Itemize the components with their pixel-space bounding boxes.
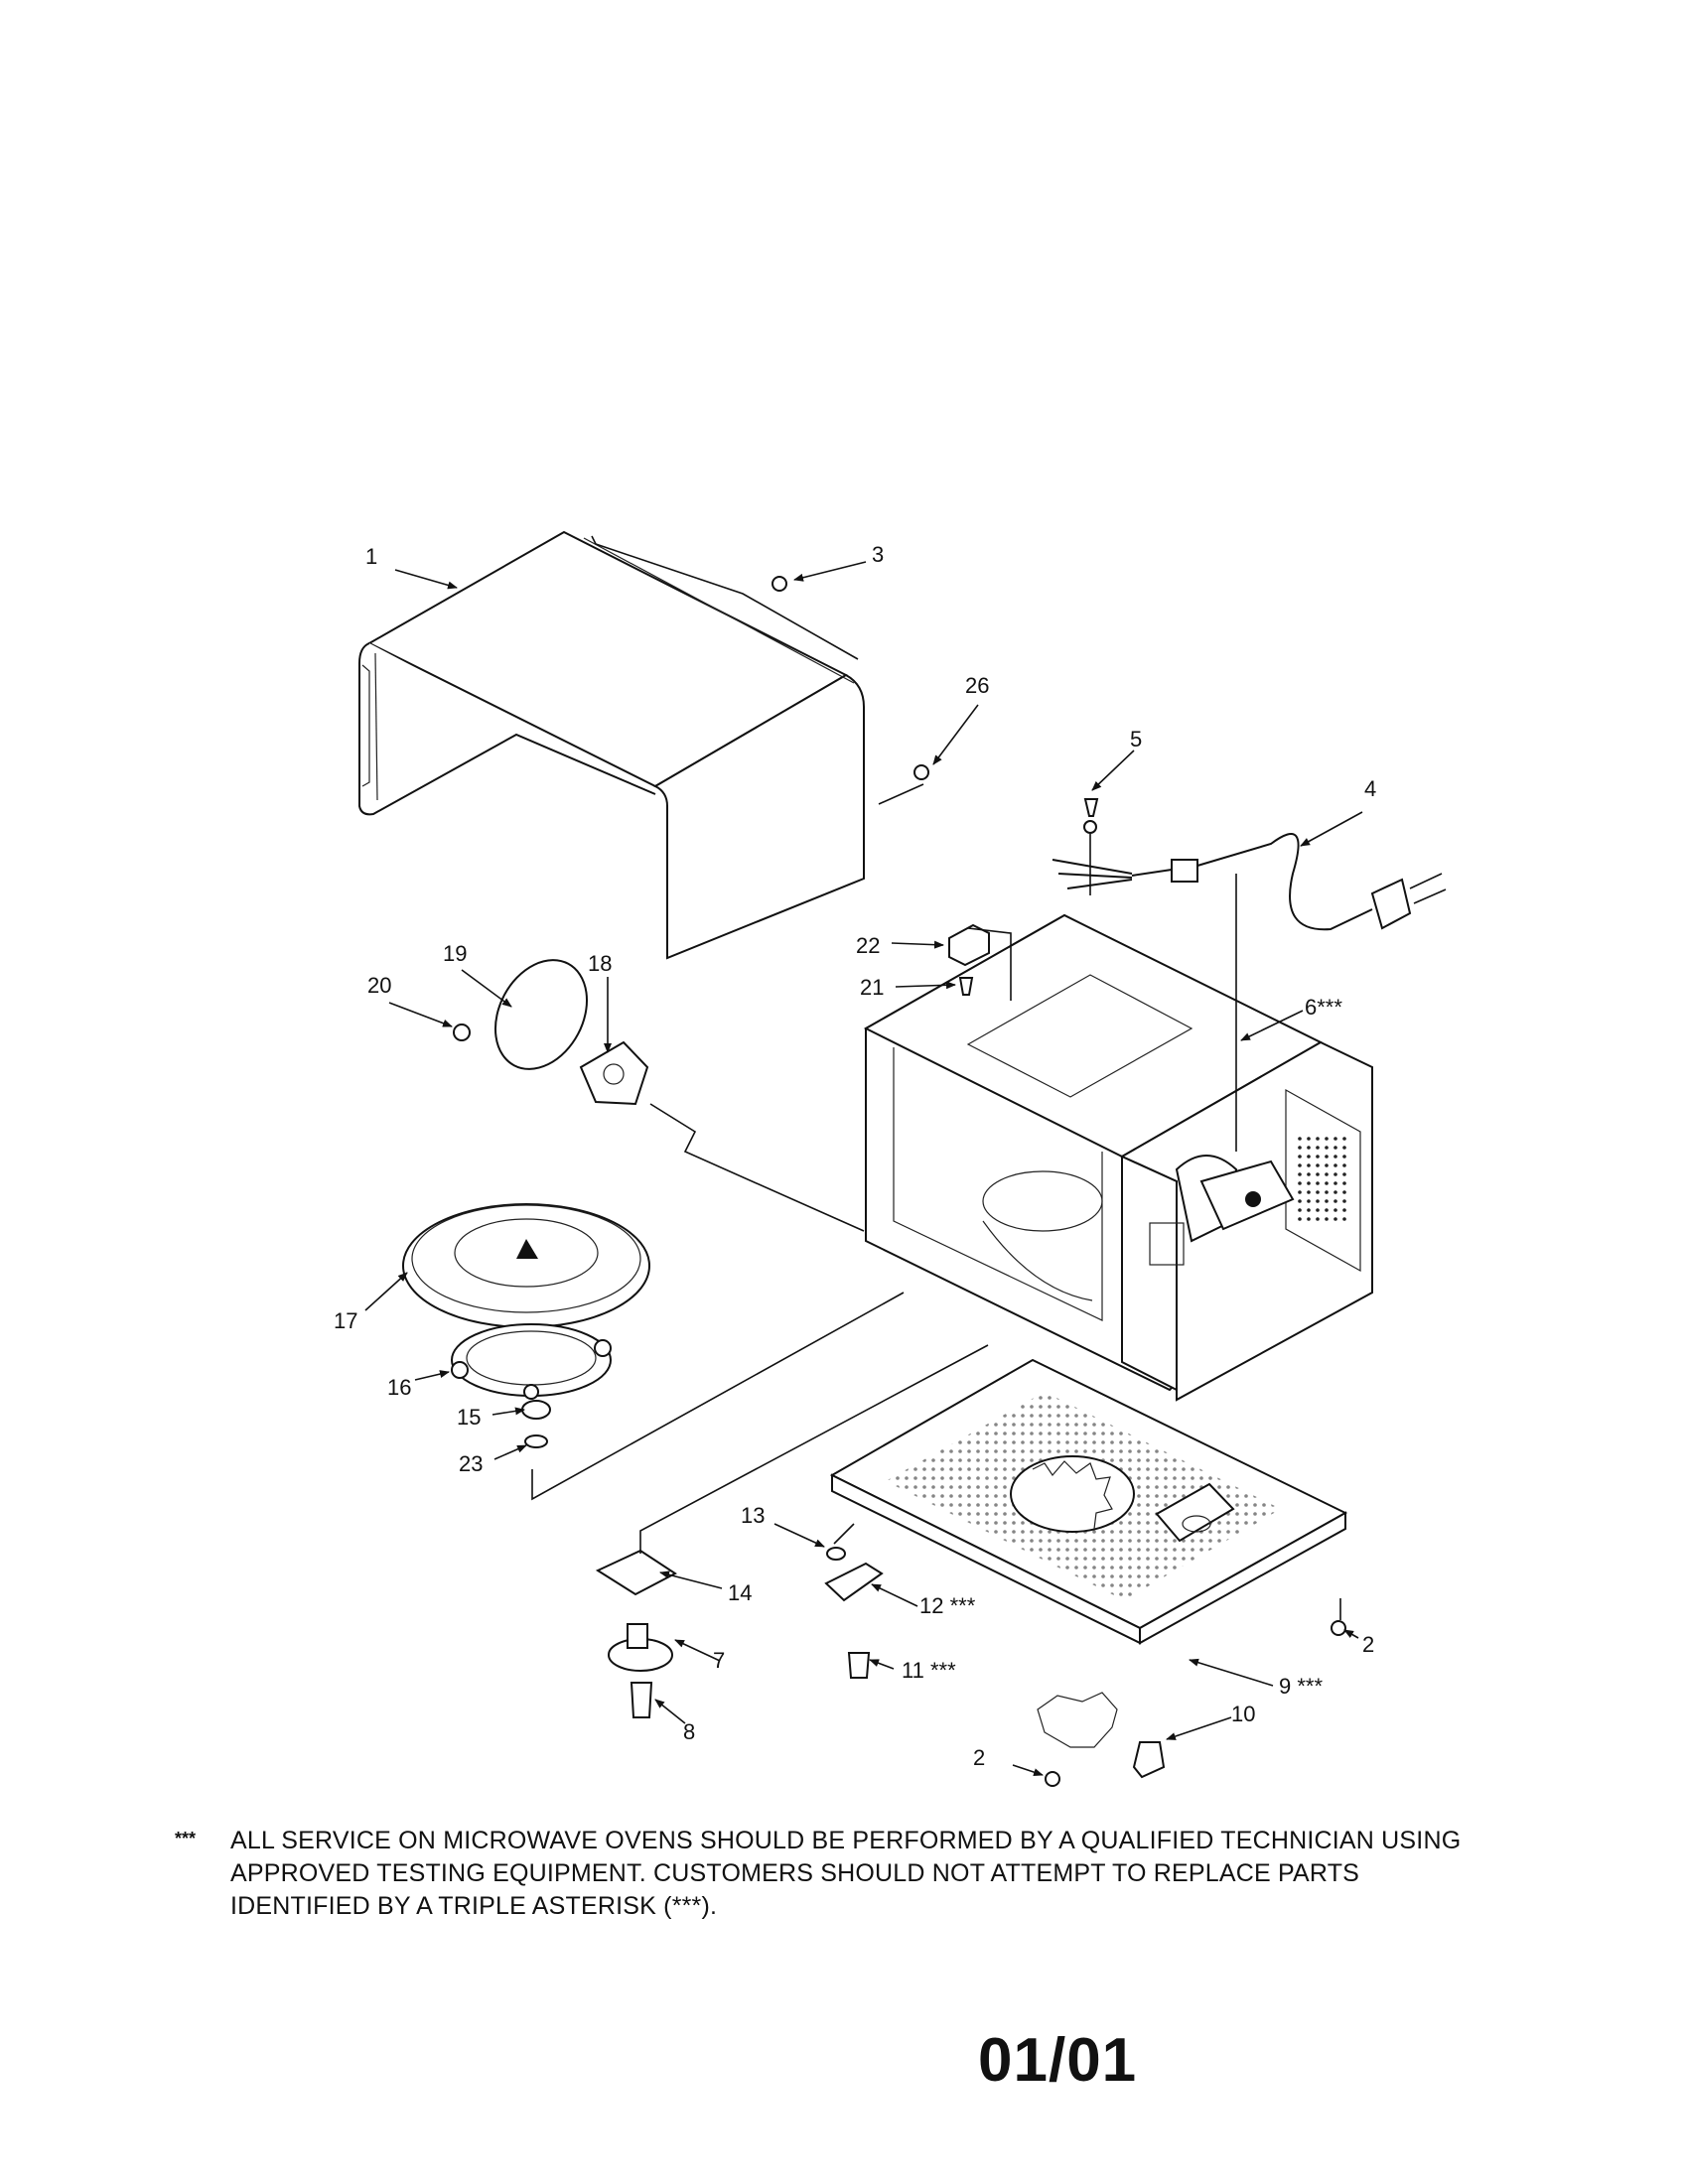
callout-9: 9 *** bbox=[1279, 1674, 1323, 1699]
roller-guide-15 bbox=[521, 1400, 551, 1420]
callout-19: 19 bbox=[443, 941, 467, 966]
screw-11 bbox=[847, 1652, 871, 1679]
callout-4: 4 bbox=[1364, 776, 1376, 801]
bracket-12 bbox=[824, 1562, 884, 1602]
washer-23 bbox=[524, 1434, 548, 1448]
washer-13 bbox=[826, 1547, 846, 1561]
callout-14: 14 bbox=[728, 1580, 752, 1605]
screw-2b bbox=[1045, 1771, 1060, 1787]
callout-leaders bbox=[364, 561, 1363, 1776]
latch-22 bbox=[948, 923, 990, 967]
callout-2b: 2 bbox=[973, 1745, 985, 1770]
triple-asterisk-marker: *** bbox=[175, 1829, 197, 1848]
callout-17: 17 bbox=[334, 1308, 357, 1333]
callout-12: 12 *** bbox=[919, 1593, 976, 1618]
callout-1: 1 bbox=[365, 544, 377, 569]
oven-cavity-chassis bbox=[863, 913, 1373, 1402]
callout-11: 11 *** bbox=[902, 1658, 956, 1683]
roller-ring bbox=[451, 1323, 612, 1400]
callout-2a: 2 bbox=[1362, 1632, 1374, 1657]
screw-20 bbox=[453, 1024, 471, 1041]
callout-26: 26 bbox=[965, 673, 989, 698]
page-number: 01/01 bbox=[978, 2026, 1138, 2095]
small-parts bbox=[453, 576, 1447, 1787]
callout-5: 5 bbox=[1130, 727, 1142, 751]
callout-13: 13 bbox=[741, 1503, 765, 1528]
wave-guide-cover-19 bbox=[493, 959, 589, 1070]
outer-cabinet-cover bbox=[358, 530, 865, 960]
callout-7: 7 bbox=[713, 1648, 725, 1673]
power-cord bbox=[1052, 833, 1447, 931]
callout-23: 23 bbox=[459, 1451, 483, 1476]
callout-22: 22 bbox=[856, 933, 880, 958]
cover-screw-3 bbox=[772, 576, 787, 592]
callout-15: 15 bbox=[457, 1405, 481, 1430]
motor-screw-8 bbox=[630, 1682, 653, 1718]
callout-21: 21 bbox=[860, 975, 884, 1000]
foot-10 bbox=[1132, 1741, 1166, 1779]
callout-labels: 1 2 2 3 4 5 6*** 7 8 9 *** 10 11 *** 12 … bbox=[334, 542, 1376, 1770]
callout-18: 18 bbox=[588, 951, 612, 976]
callout-8: 8 bbox=[683, 1719, 695, 1744]
base-plate bbox=[829, 1358, 1348, 1645]
guide-lines bbox=[531, 535, 1341, 1620]
cover-screw-26 bbox=[913, 764, 929, 780]
service-warning-note: *** ALL SERVICE ON MICROWAVE OVENS SHOUL… bbox=[175, 1825, 1599, 1923]
bracket-14 bbox=[595, 1549, 677, 1596]
callout-10: 10 bbox=[1231, 1702, 1255, 1726]
callout-16: 16 bbox=[387, 1375, 411, 1400]
callout-6: 6*** bbox=[1305, 995, 1342, 1020]
cord-screw-5 bbox=[1083, 798, 1099, 817]
coupler-18 bbox=[579, 1040, 649, 1106]
service-warning-text: ALL SERVICE ON MICROWAVE OVENS SHOULD BE… bbox=[230, 1827, 1462, 1920]
callout-20: 20 bbox=[367, 973, 391, 998]
screw-2a bbox=[1331, 1620, 1346, 1636]
gasket bbox=[1037, 1692, 1118, 1748]
turntable-tray bbox=[402, 1203, 650, 1328]
screw-21 bbox=[958, 977, 974, 996]
callout-3: 3 bbox=[872, 542, 884, 567]
